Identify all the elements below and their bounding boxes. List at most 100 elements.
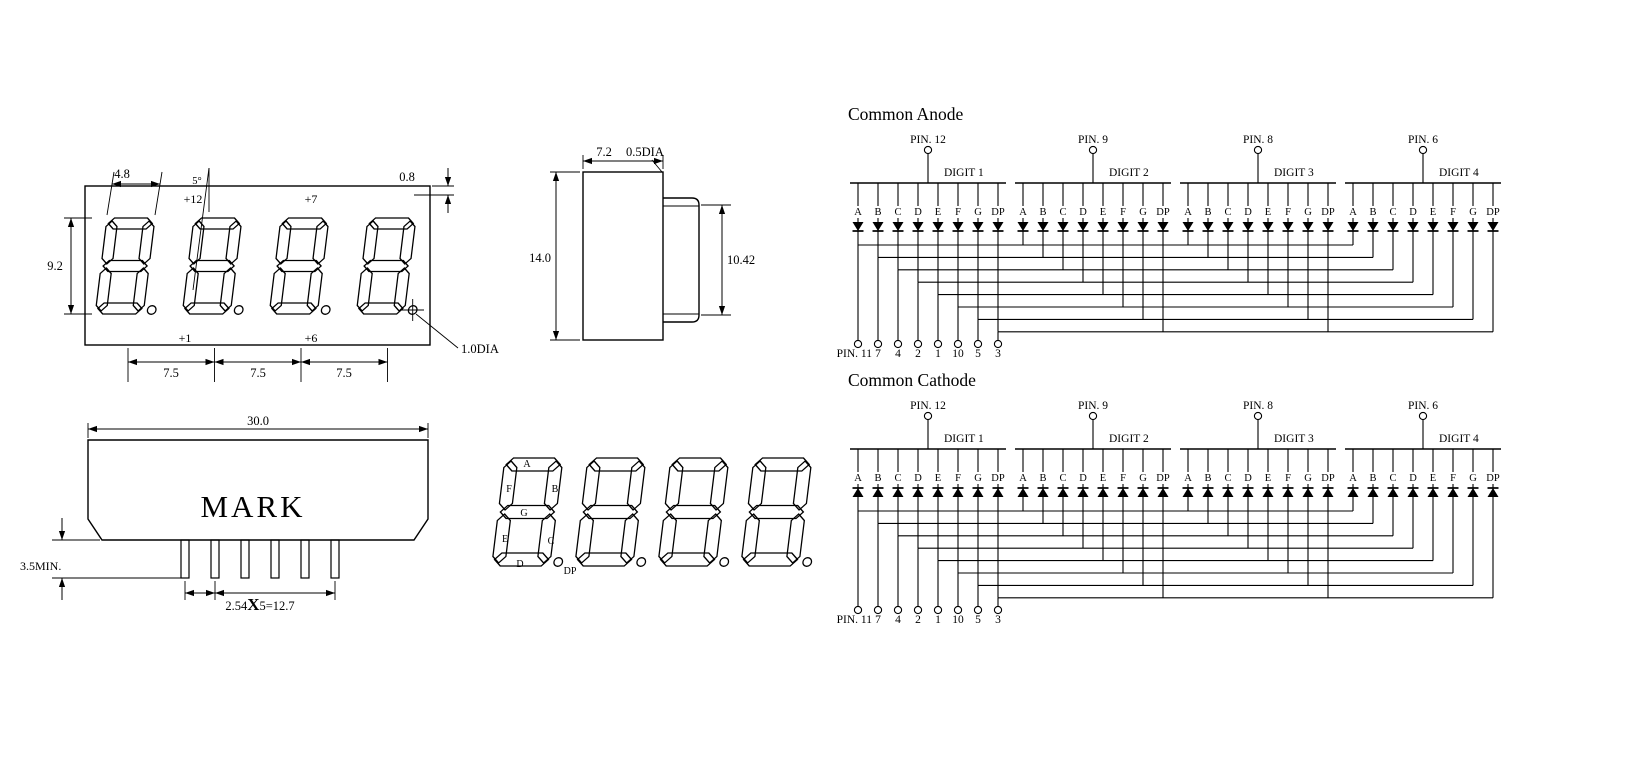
slant-axis-line: [192, 167, 210, 291]
led-cathode-icon: [952, 488, 964, 497]
segment-label: C: [1389, 207, 1396, 218]
segment-label: E: [1265, 207, 1271, 218]
segment-ref-label-DP: DP: [564, 566, 577, 577]
segment: [362, 220, 379, 265]
static-labels: Common Anode Common Cathode MARK: [200, 104, 976, 524]
digit-pitch-label: 7.5: [163, 366, 179, 380]
led-cathode-icon: [1487, 488, 1499, 497]
led-anode-icon: [1367, 222, 1379, 231]
led-cathode-icon: [1017, 488, 1029, 497]
segment: [270, 302, 317, 315]
segment: [368, 217, 415, 230]
segment-label: B: [874, 207, 881, 218]
front-outline: [84, 185, 431, 346]
segment-ref-label-C: C: [548, 536, 555, 547]
pin1-position-label: +1: [179, 331, 192, 345]
dim-arrow: [185, 589, 194, 597]
segment-label: B: [1369, 473, 1376, 484]
segment-pin: [953, 605, 963, 615]
segment: [575, 513, 595, 564]
side-lens-outline: [663, 197, 700, 323]
segment: [102, 259, 149, 273]
segment-pin: [853, 605, 863, 615]
segment: [703, 513, 723, 564]
dim-arrow: [112, 180, 121, 188]
segment-pin-label: 1: [935, 614, 941, 626]
decimal-point: [233, 305, 244, 315]
led-cathode-icon: [1467, 488, 1479, 497]
pin6-position-label: +6: [305, 331, 318, 345]
led-cathode-icon: [1447, 488, 1459, 497]
segment-label: A: [1019, 207, 1027, 218]
segment: [269, 267, 286, 312]
led-anode-icon: [1057, 222, 1069, 231]
segment-label: D: [914, 207, 922, 218]
lens-height-label: 10.42: [727, 253, 755, 267]
ref-digit-1: [492, 457, 564, 567]
segment: [658, 513, 678, 564]
digit-pin-label: PIN. 8: [1243, 134, 1273, 146]
led-anode-icon: [912, 222, 924, 231]
side-width-label: 7.2: [596, 145, 612, 159]
front-digit-2: [182, 217, 244, 315]
segment: [107, 217, 154, 230]
segment: [492, 513, 512, 564]
led-anode-icon: [1427, 222, 1439, 231]
led-cathode-icon: [972, 488, 984, 497]
segment-label: D: [914, 473, 922, 484]
led-anode-icon: [852, 222, 864, 231]
segment-label: E: [1265, 473, 1271, 484]
decimal-point: [802, 557, 813, 567]
led-anode-icon: [1347, 222, 1359, 231]
lead-pin-4: [270, 539, 280, 579]
digit-label: DIGIT 1: [944, 433, 984, 445]
lead-pin-3: [240, 539, 250, 579]
segment: [188, 220, 205, 265]
dim-arrow: [292, 358, 301, 366]
dim-arrow: [718, 205, 726, 214]
led-cathode-icon: [1407, 488, 1419, 497]
pin-length-label: 3.5MIN.: [20, 559, 61, 573]
digit-label: DIGIT 2: [1109, 167, 1149, 179]
lead-pin-1: [180, 539, 190, 579]
common-anode-title: Common Anode: [848, 104, 963, 124]
segment-pin: [953, 339, 963, 349]
segment: [581, 460, 601, 511]
dim-arrow: [214, 358, 224, 366]
led-cathode-icon: [1262, 488, 1274, 497]
segment-label: DP: [1321, 207, 1335, 218]
segment-ref-label-D: D: [516, 559, 523, 570]
segment-pin: [873, 339, 883, 349]
segment-pin-label: 2: [915, 614, 921, 626]
segment-label: B: [1204, 207, 1211, 218]
ref-digit-2: [575, 457, 647, 567]
segment-label: D: [1409, 473, 1417, 484]
segment: [576, 552, 633, 567]
segment: [275, 220, 292, 265]
segment: [276, 259, 323, 273]
dim-arrow: [205, 358, 215, 366]
decimal-point: [320, 305, 331, 315]
segment: [312, 220, 329, 265]
segment-label: E: [1100, 473, 1106, 484]
segment-pin-label: 5: [975, 348, 981, 360]
led-cathode-icon: [1137, 488, 1149, 497]
dim-arrow: [654, 157, 663, 165]
front-digit-1: [95, 217, 157, 315]
total-width-label: 30.0: [247, 414, 269, 428]
segment-pin: [993, 605, 1003, 615]
segment-label: B: [1039, 473, 1046, 484]
led-anode-icon: [1222, 222, 1234, 231]
dim-arrow: [444, 195, 452, 204]
segment-pin-label: 10: [952, 348, 964, 360]
segment: [792, 460, 812, 511]
segment: [498, 460, 518, 511]
digit-common-pin: [1253, 411, 1263, 421]
pin7-position-label: +7: [305, 192, 318, 206]
digit-pin-label: PIN. 9: [1078, 134, 1108, 146]
led-anode-icon: [992, 222, 1004, 231]
side-body-outline: [582, 171, 664, 341]
led-anode-icon: [1302, 222, 1314, 231]
